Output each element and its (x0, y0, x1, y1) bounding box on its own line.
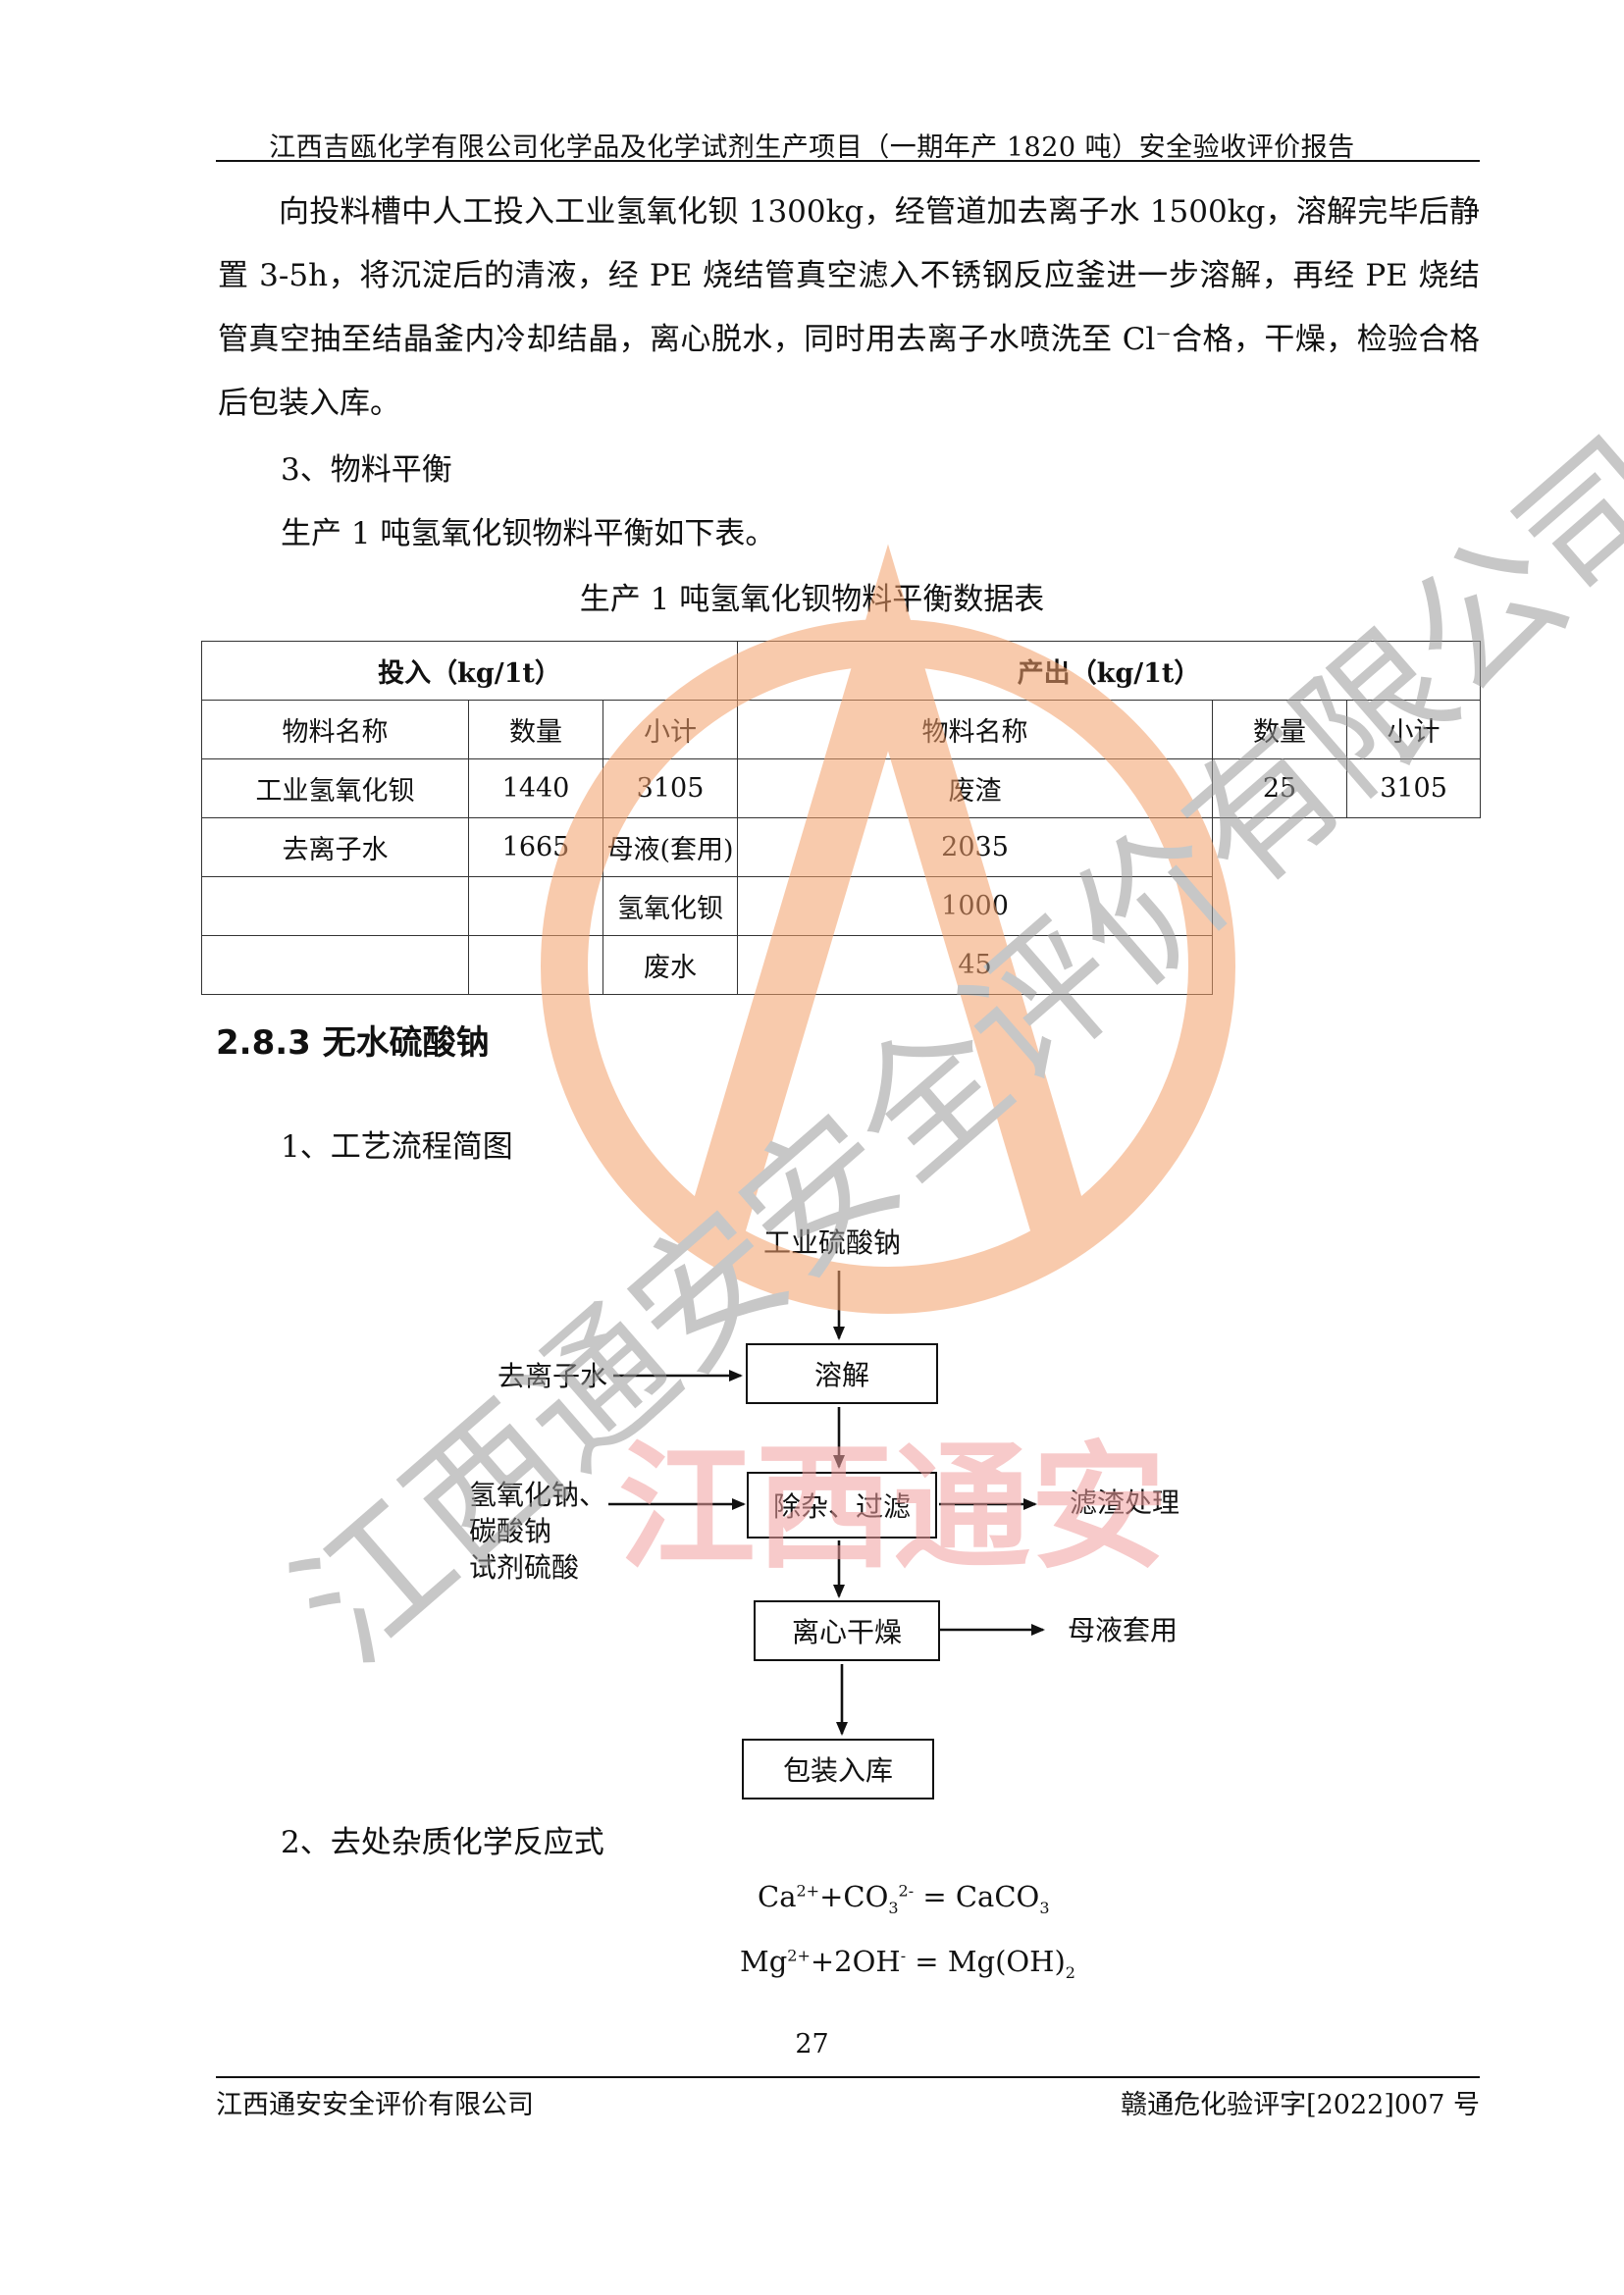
flow-reagents: 氢氧化钠、 碳酸钠 试剂硫酸 (469, 1477, 606, 1586)
col-header-output-subtotal: 小计 (1346, 700, 1482, 759)
reagent-item: 试剂硫酸 (469, 1551, 580, 1584)
flow-heading: 1、工艺流程简图 (281, 1129, 513, 1165)
input-name-cell (201, 876, 469, 936)
footer-company: 江西通安安全评价有限公司 (216, 2090, 534, 2120)
process-description: 向投料槽中人工投入工业氢氧化钡 1300kg，经管道加去离子水 1500kg，溶… (218, 181, 1480, 436)
header-divider (216, 160, 1480, 162)
flow-purify-filter-box: 除杂、过滤 (747, 1472, 937, 1539)
process-paragraph: 向投料槽中人工投入工业氢氧化钡 1300kg，经管道加去离子水 1500kg，溶… (218, 194, 1480, 421)
reaction-heading: 2、去处杂质化学反应式 (281, 1825, 604, 1860)
col-header-input-name: 物料名称 (201, 700, 469, 759)
footer-doc-number: 赣通危化验评字[2022]007 号 (1121, 2090, 1480, 2120)
input-name-cell: 去离子水 (201, 817, 469, 877)
formula-magnesium-hydroxide: Mg2++2OH- = Mg(OH)2 (740, 1945, 1075, 1982)
flow-dissolve-box: 溶解 (746, 1343, 938, 1404)
flow-centrifuge-dry-box: 离心干燥 (754, 1600, 940, 1661)
reagent-item: 氢氧化钠、 (469, 1479, 607, 1511)
footer-divider (216, 2076, 1480, 2078)
material-balance-heading: 3、物料平衡 (281, 452, 452, 488)
page-number: 27 (795, 2029, 829, 2060)
flow-mother-liquor: 母液套用 (1068, 1614, 1179, 1646)
flow-deionized-water: 去离子水 (498, 1360, 608, 1392)
page-header-title: 江西吉瓯化学有限公司化学品及化学试剂生产项目（一期年产 1820 吨）安全验收评… (269, 132, 1355, 163)
flow-package-box: 包装入库 (742, 1739, 934, 1799)
formula-calcium-carbonate: Ca2++CO32- = CaCO3 (758, 1880, 1050, 1917)
output-subtotal-cell: 3105 (1346, 758, 1482, 818)
flow-filter-residue: 滤渣处理 (1070, 1487, 1180, 1519)
flow-raw-material: 工业硫酸钠 (623, 1214, 1041, 1269)
input-name-cell (201, 935, 469, 995)
reagent-item: 碳酸钠 (469, 1515, 552, 1547)
section-heading: 2.8.3 无水硫酸钠 (216, 1023, 490, 1063)
